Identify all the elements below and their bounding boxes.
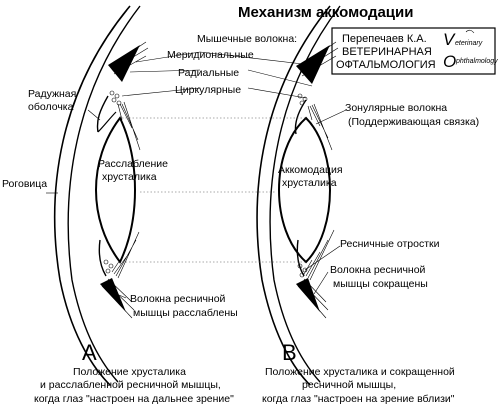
logo-box: Перепечаев К.А. ВЕТЕРИНАРНАЯ ОФТАЛЬМОЛОГ…: [331, 27, 498, 75]
label-relax-1: Расслабление: [98, 158, 168, 170]
label-zonular-2: (Поддерживающая связка): [348, 116, 479, 128]
label-fibers-relaxed-2: мышцы расслаблены: [133, 307, 238, 319]
label-fibers-relaxed-1: Волокна ресничной: [130, 293, 226, 305]
vo-logo-icon: V eterinary O phthalmology: [443, 29, 498, 71]
label-radial: Радиальные: [178, 67, 239, 79]
label-muscle-fibers: Мышечные волокна:: [197, 33, 297, 45]
caption-a-2: и расслабленной ресничной мышцы,: [40, 379, 221, 391]
label-accom-1: Аккомодация: [278, 164, 343, 176]
panel-a-letter: A: [82, 340, 97, 365]
label-fibers-contracted-1: Волокна ресничной: [330, 264, 426, 276]
label-accom-2: хрусталика: [282, 177, 337, 189]
logo-author: Перепечаев К.А.: [342, 33, 427, 45]
label-iris-1: Радужная: [28, 88, 76, 100]
logo-line2: ОФТАЛЬМОЛОГИЯ: [336, 59, 436, 71]
logo-line1: ВЕТЕРИНАРНАЯ: [342, 46, 432, 58]
label-relax-2: хрусталика: [102, 171, 157, 183]
eye-right-drawing: [256, 5, 341, 386]
svg-text:phthalmology: phthalmology: [455, 58, 498, 65]
caption-b-3: когда глаз "настроен на зрение вблизи": [262, 393, 455, 405]
leader-lines: [46, 51, 347, 299]
label-circular: Циркулярные: [175, 84, 241, 96]
eye-left-drawing: [53, 5, 149, 386]
caption-a-1: Положение хрусталика: [73, 366, 186, 378]
label-iris-2: оболочка: [28, 101, 74, 113]
svg-text:O: O: [443, 52, 456, 71]
svg-text:eterinary: eterinary: [455, 40, 483, 47]
label-zonular-1: Зонулярные волокна: [345, 102, 447, 114]
caption-b-1: Положение хрусталика и сокращенной: [265, 366, 455, 378]
label-meridional: Меридиональные: [167, 49, 254, 61]
svg-text:V: V: [443, 30, 456, 49]
caption-b-2: ресничной мышцы,: [302, 379, 396, 391]
panel-b-letter: B: [282, 340, 297, 365]
caption-a-3: когда глаз "настроен на дальнее зрение": [34, 393, 234, 405]
label-fibers-contracted-2: мышцы сокращены: [333, 278, 428, 290]
label-ciliary-processes: Ресничные отростки: [340, 238, 440, 250]
label-cornea: Роговица: [2, 178, 47, 190]
